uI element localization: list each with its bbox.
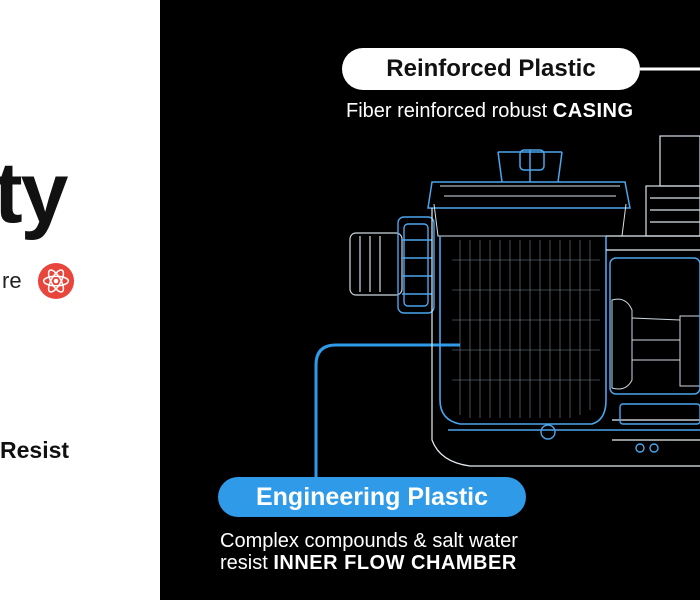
callout-bottom-label: Engineering Plastic xyxy=(218,477,526,517)
strainer-lid xyxy=(427,149,631,209)
callout-top-desc-bold: CASING xyxy=(552,100,634,122)
callout-top-desc-text: Fiber reinforced robust xyxy=(346,100,553,122)
headline-fragment: ty xyxy=(0,145,68,241)
resist-label: Resist xyxy=(0,437,70,463)
atom-icon xyxy=(37,262,75,300)
callout-bottom-desc-line2-bold: INNER FLOW CHAMBER xyxy=(273,552,517,574)
callout-top-label: Reinforced Plastic xyxy=(342,48,640,90)
subline-fragment: re xyxy=(2,268,22,293)
strainer-basket xyxy=(439,236,607,425)
callout-bottom-desc-line1: Complex compounds & salt water xyxy=(220,530,518,552)
motor-housing xyxy=(645,135,700,237)
basket-mesh xyxy=(452,240,600,418)
motor-accent xyxy=(609,257,700,395)
callout-bottom-desc-line2: resist INNER FLOW CHAMBER xyxy=(220,552,518,574)
pump-base xyxy=(448,403,700,453)
callout-bottom-description: Complex compounds & salt water resist IN… xyxy=(220,530,518,574)
callout-bottom-desc-line2-text: resist xyxy=(220,552,274,574)
callout-line-bottom xyxy=(314,343,460,477)
inlet-flange xyxy=(397,216,435,314)
pump-housing xyxy=(431,208,700,467)
left-panel: ty re Resist xyxy=(0,0,160,600)
inlet-pipe xyxy=(349,232,403,296)
callout-top-description: Fiber reinforced robust CASING xyxy=(346,100,634,122)
impeller xyxy=(611,298,700,390)
